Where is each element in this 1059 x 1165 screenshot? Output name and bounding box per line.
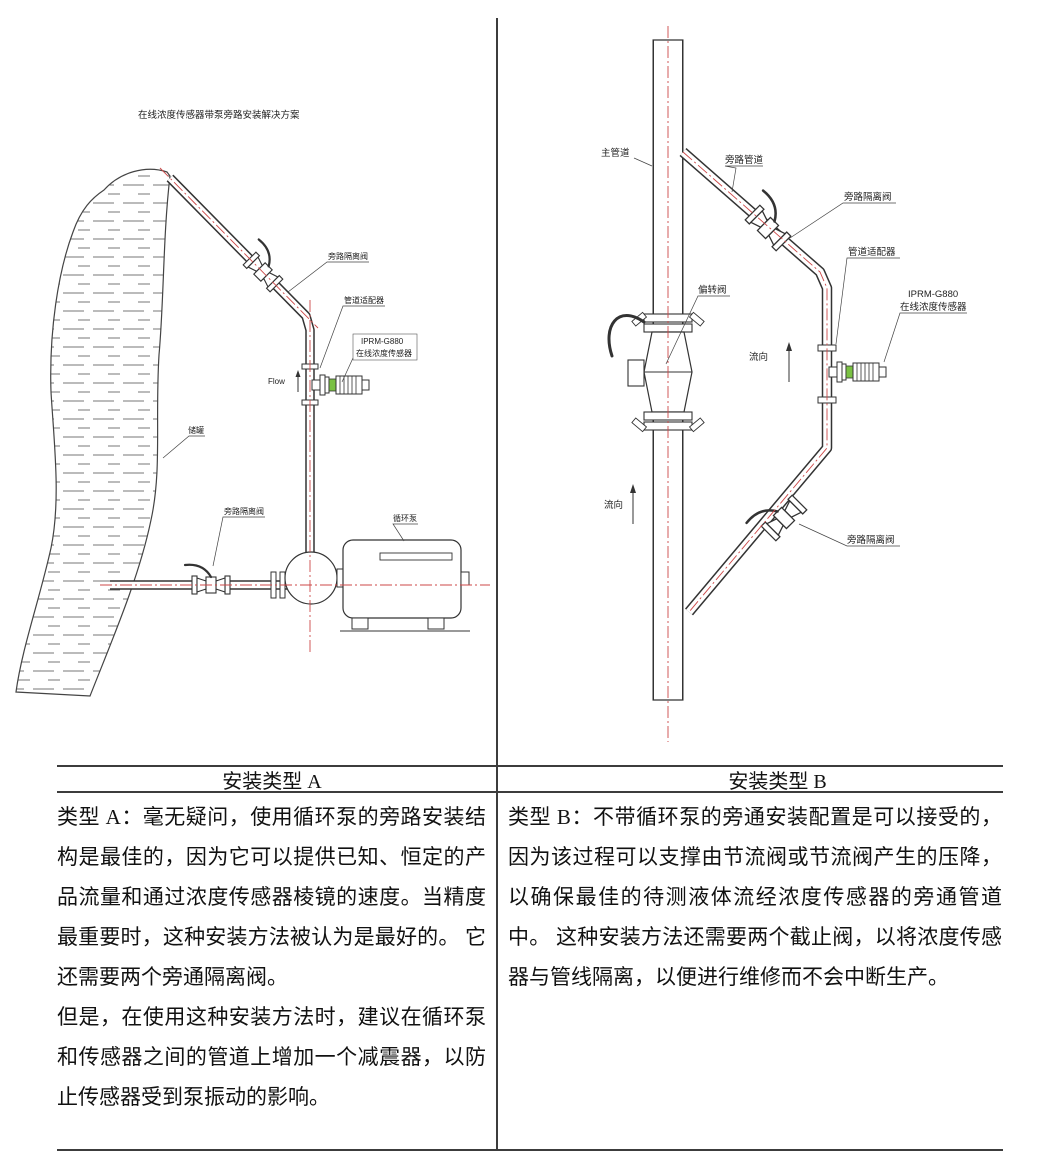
centerlines-a <box>100 167 490 655</box>
flow-left-label: 流向 <box>604 499 623 511</box>
bypass-isolation-valve-top-a <box>237 238 292 293</box>
description-a-paragraph-2: 但是，在使用这种安装方法时，建议在循环泵和传感器之间的管道上增加一个减震器，以防… <box>57 1005 486 1109</box>
label-deflection-valve: 偏转阀 <box>698 284 727 296</box>
label-bypass-valve-top-b: 旁路隔离阀 <box>844 191 892 203</box>
description-type-b: 类型 B：不带循环泵的旁通安装配置是可以接受的，因为该过程可以支撑由节流阀或节流… <box>496 792 1059 1150</box>
description-type-a: 类型 A：毫无疑问，使用循环泵的旁路安装结构是最佳的，因为它可以提供已知、恒定的… <box>0 792 496 1150</box>
diagram-row: 在线浓度传感器带泵旁路安装解决方案 <box>15 26 967 742</box>
tank-shape <box>15 168 171 697</box>
leader-lines-a <box>162 261 418 567</box>
divider-bottom <box>57 1149 1003 1151</box>
divider-vertical <box>496 18 498 1151</box>
label-pipe-adapter-b: 管道适配器 <box>848 246 896 258</box>
bypass-pipe-a <box>166 174 315 552</box>
flow-arrow-left: 流向 <box>604 484 636 524</box>
label-sensor-model-a: IPRM-G880 <box>361 337 404 346</box>
label-sensor-model-b: IPRM-G880 <box>908 289 958 300</box>
label-tank: 储罐 <box>188 425 204 435</box>
flow-label: Flow <box>268 377 285 386</box>
divider-caption-bottom <box>57 791 1003 793</box>
centerlines-b <box>667 26 828 742</box>
caption-type-b: 安装类型 B <box>728 771 827 793</box>
caption-row: 安装类型 A 安装类型 B <box>0 765 1059 793</box>
label-bypass-valve-top-a: 旁路隔离阀 <box>328 251 368 261</box>
circulation-pump <box>284 539 470 632</box>
label-pump: 循环泵 <box>393 513 417 523</box>
flow-arrow-a: Flow <box>268 370 301 392</box>
label-bypass-pipe: 旁路管道 <box>725 154 764 166</box>
sensor-label-box-a <box>352 333 418 361</box>
diagram-a-title: 在线浓度传感器带泵旁路安装解决方案 <box>138 109 300 121</box>
flow-right-label: 流向 <box>749 351 768 363</box>
flow-arrow-right: 流向 <box>749 342 792 382</box>
deflection-valve <box>607 311 705 433</box>
concentration-sensor-a <box>311 374 370 396</box>
label-bypass-valve-bottom-b: 旁路隔离阀 <box>847 534 895 546</box>
panel-installation-type-a: 在线浓度传感器带泵旁路安装解决方案 <box>0 0 496 770</box>
diagram-b: 流向 流向 <box>601 26 967 742</box>
concentration-sensor-b <box>828 361 887 383</box>
label-bypass-valve-bottom-a: 旁路隔离阀 <box>224 506 264 516</box>
label-pipe-adapter-a: 管道适配器 <box>344 295 384 305</box>
label-sensor-name-b: 在线浓度传感器 <box>900 301 967 313</box>
valve-lever <box>607 314 646 358</box>
panel-installation-type-b: 流向 流向 <box>496 0 1059 770</box>
label-sensor-name-a: 在线浓度传感器 <box>356 348 412 358</box>
description-row: 类型 A：毫无疑问，使用循环泵的旁路安装结构是最佳的，因为它可以提供已知、恒定的… <box>0 792 1059 1150</box>
leader-lines-b <box>633 157 967 547</box>
divider-caption-top <box>57 765 1003 767</box>
description-a-paragraph-1: 类型 A：毫无疑问，使用循环泵的旁路安装结构是最佳的，因为它可以提供已知、恒定的… <box>57 805 486 989</box>
label-main-pipe: 主管道 <box>601 147 630 159</box>
diagram-a: 在线浓度传感器带泵旁路安装解决方案 <box>15 109 490 697</box>
bypass-isolation-valve-bottom-a <box>183 563 232 596</box>
caption-type-a: 安装类型 A <box>222 771 322 793</box>
description-b-paragraph-1: 类型 B：不带循环泵的旁通安装配置是可以接受的，因为该过程可以支撑由节流阀或节流… <box>508 805 1002 989</box>
